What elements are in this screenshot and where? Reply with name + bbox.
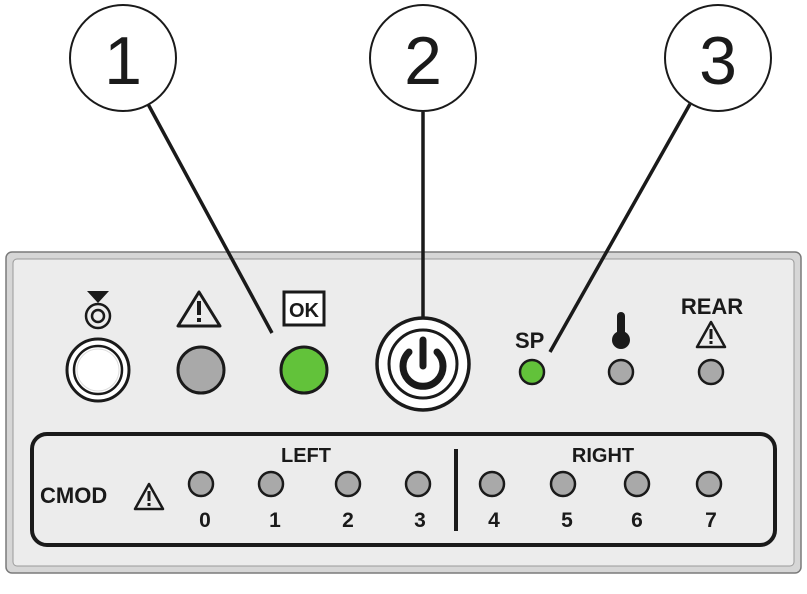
cmod-slot-5-number: 5 — [561, 509, 573, 532]
callout-3-leader — [548, 103, 692, 353]
cmod-slot-0-number: 0 — [199, 509, 211, 532]
service-required-warning-icon — [176, 290, 222, 328]
cmod-slot-0-led — [187, 470, 215, 498]
cmod-slot-1-led — [257, 470, 285, 498]
locate-icon — [84, 291, 112, 330]
ok-label: OK — [289, 300, 320, 322]
cmod-slot-7-led — [695, 470, 723, 498]
thermometer-icon — [612, 312, 630, 349]
rear-fault-led — [697, 358, 725, 386]
callout-2-number: 2 — [404, 23, 442, 99]
service-required-led — [176, 345, 226, 395]
cmod-slot-2-led — [334, 470, 362, 498]
cmod-label: CMOD — [40, 483, 107, 508]
locate-button[interactable] — [65, 337, 131, 403]
callout-1: 1 — [69, 4, 177, 112]
cmod-slot-3-led — [404, 470, 432, 498]
sp-led — [518, 358, 546, 386]
cmod-slot-4-number: 4 — [488, 509, 500, 532]
cmod-slot-2-number: 2 — [342, 509, 354, 532]
cmod-warning-icon — [133, 482, 165, 511]
rear-label: REAR — [681, 294, 743, 319]
ok-icon: OK — [282, 290, 326, 327]
rear-warning-icon — [695, 320, 727, 349]
sp-label: SP — [515, 328, 544, 353]
cmod-slot-5-led — [549, 470, 577, 498]
cmod-box — [30, 432, 777, 547]
ok-power-led — [279, 345, 329, 395]
cmod-slot-6-number: 6 — [631, 509, 643, 532]
callout-1-leader — [146, 103, 274, 334]
cmod-slot-3-number: 3 — [414, 509, 426, 532]
power-button[interactable] — [375, 316, 471, 412]
callout-1-number: 1 — [104, 23, 142, 99]
cmod-right-label: RIGHT — [572, 445, 634, 467]
callout-2: 2 — [369, 4, 477, 112]
overtemp-led — [607, 358, 635, 386]
cmod-slot-6-led — [623, 470, 651, 498]
callout-3: 3 — [664, 4, 772, 112]
power-icon — [399, 336, 447, 390]
cmod-left-label: LEFT — [281, 445, 331, 467]
cmod-slot-4-led — [478, 470, 506, 498]
cmod-slot-7-number: 7 — [705, 509, 717, 532]
callout-3-number: 3 — [699, 23, 737, 99]
cmod-slot-1-number: 1 — [269, 509, 281, 532]
